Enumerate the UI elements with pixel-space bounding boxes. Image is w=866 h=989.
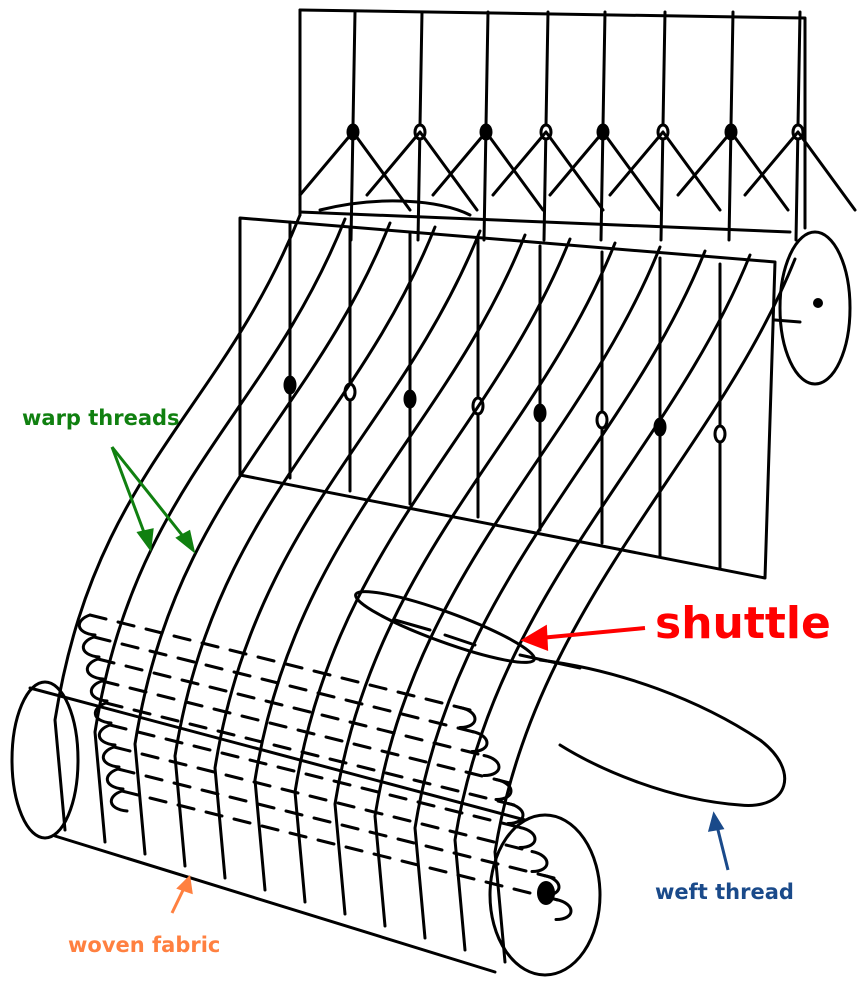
weft-row xyxy=(104,701,516,807)
weft-loop xyxy=(105,767,125,791)
warp-thread xyxy=(413,249,707,940)
weft-loop xyxy=(470,730,489,753)
heddle-cross xyxy=(298,130,412,212)
warp-thread xyxy=(93,217,347,844)
woven-fabric-label: woven fabric xyxy=(68,933,221,957)
weft-arrow xyxy=(707,811,730,871)
warp-thread xyxy=(213,229,482,880)
heddle-eye xyxy=(595,410,609,430)
weft-loop xyxy=(93,701,113,725)
weft-loop xyxy=(518,826,537,849)
weft-row xyxy=(92,635,476,734)
weft-row xyxy=(116,767,556,880)
heddle-cross xyxy=(491,130,605,212)
weft-rows xyxy=(77,613,573,921)
weft-loop xyxy=(97,723,117,747)
heddle-eye xyxy=(533,403,547,423)
top-heddle-frame xyxy=(298,8,857,242)
warp-thread xyxy=(453,253,752,952)
warp-thread xyxy=(173,225,437,868)
warp-thread xyxy=(53,213,302,832)
front-heddle-frame xyxy=(238,216,777,580)
weft-loop xyxy=(109,789,129,813)
weft-loop xyxy=(81,635,101,659)
weft-loop xyxy=(85,657,105,681)
heddle-cross xyxy=(676,130,790,212)
heddle-eye xyxy=(403,389,417,409)
weft-loop xyxy=(554,898,573,921)
warp-thread xyxy=(493,257,797,964)
heddle-cross xyxy=(548,130,662,212)
weft-loop xyxy=(89,679,109,703)
heddle-eye xyxy=(283,375,297,395)
warp-threads-label: warp threads xyxy=(22,406,180,430)
heddle-eye xyxy=(713,424,727,444)
weft-row xyxy=(100,679,512,785)
warp-thread xyxy=(373,245,662,928)
shuttle-label: shuttle xyxy=(655,598,831,649)
weft-loop xyxy=(542,874,561,897)
weft-loop xyxy=(506,802,525,825)
weft-row xyxy=(96,657,480,756)
shuttle-shape xyxy=(354,590,536,664)
shuttle-arrow xyxy=(520,624,646,651)
weft-loop xyxy=(101,745,121,769)
warp-thread xyxy=(333,241,617,916)
warp-threads xyxy=(53,213,797,964)
weft-row xyxy=(88,613,472,712)
weft-loop xyxy=(494,778,513,801)
warp-arrows xyxy=(110,446,196,554)
weft-loop xyxy=(77,613,97,637)
weft-loop xyxy=(482,754,501,777)
heddle-cross xyxy=(365,130,479,212)
weft-row xyxy=(120,789,560,902)
warp-thread xyxy=(293,237,572,904)
weft-loop xyxy=(458,706,477,729)
weft-loop xyxy=(530,850,549,873)
weft-thread-tail xyxy=(518,653,787,807)
weft-row xyxy=(112,745,524,851)
cloth-roller xyxy=(10,680,602,977)
fabric-arrow xyxy=(170,874,193,914)
heddle-cross xyxy=(608,130,722,212)
weft-thread-label: weft thread xyxy=(655,880,794,904)
warp-thread xyxy=(133,221,392,856)
heddle-cross xyxy=(743,130,857,212)
weft-row xyxy=(108,723,520,829)
